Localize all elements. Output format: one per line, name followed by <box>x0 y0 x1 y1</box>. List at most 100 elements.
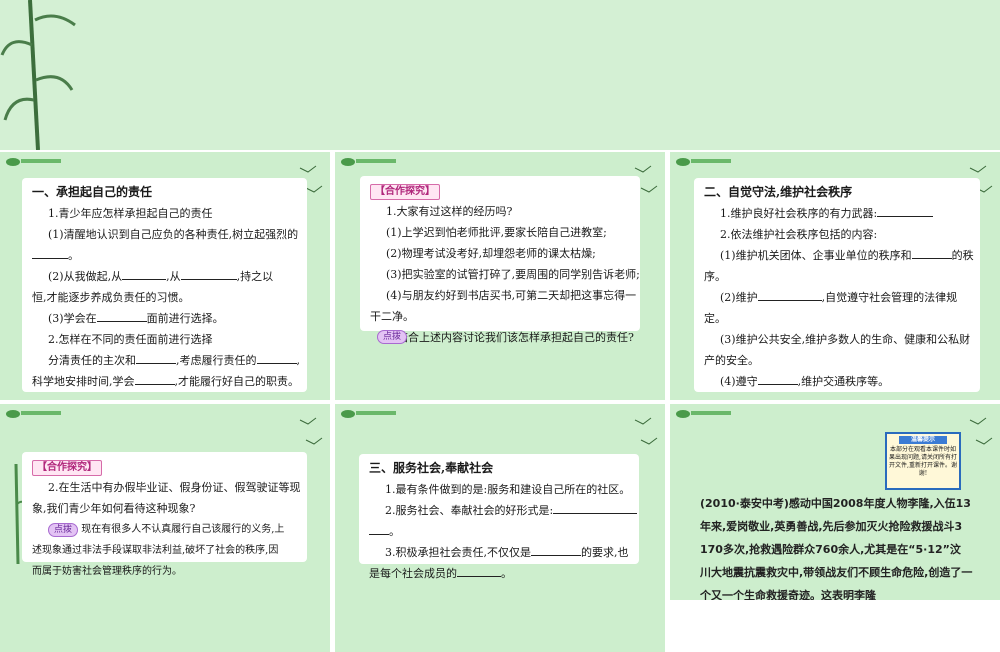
text-fragment: (2)维护 <box>720 291 758 304</box>
text-line: 年来,爱岗敬业,英勇善战,先后参加灭火抢险救援战斗3 <box>700 520 963 533</box>
text-fragment: 是每个社会成员的 <box>369 567 457 580</box>
hint-button[interactable]: 点拨 <box>377 330 408 344</box>
birds-decoration-icon <box>634 165 658 193</box>
text-line: (3)维护公共安全,维护多数人的生命、健康和公私财 <box>720 333 971 346</box>
text-fragment: ,从 <box>166 270 181 283</box>
text-fragment: ,才能履行好自己的职责。 <box>174 375 300 388</box>
text-fragment: ,考虑履行责任的 <box>176 354 257 367</box>
text-fragment: 3.积极承担社会责任,不仅仅是 <box>385 546 531 559</box>
text-line: (2)物理考试没考好,却埋怨老师的课太枯燥; <box>386 247 596 260</box>
text-line: (1)上学迟到怕老师批评,要家长陪自己进教室; <box>386 226 607 239</box>
content-card: 二、自觉守法,维护社会秩序 1.维护良好社会秩序的有力武器: 2.依法维护社会秩… <box>694 178 980 392</box>
top-banner <box>0 0 1000 150</box>
fill-blank[interactable] <box>877 204 934 217</box>
text-line: 干二净。 <box>370 310 414 323</box>
question-line: 1.青少年应怎样承担起自己的责任 <box>48 207 213 220</box>
story-text: (2010·泰安中考)感动中国2008年度人物李隆,入伍13 年来,爱岗敬业,英… <box>700 492 980 600</box>
section-heading: 一、承担起自己的责任 <box>32 185 153 199</box>
cooperative-inquiry-tag: 【合作探究】 <box>370 184 440 200</box>
text-fragment: (4)遵守 <box>720 375 758 388</box>
text-fragment: ,自觉遵守社会管理的法律规 <box>821 291 958 304</box>
tip-box: 温馨提示 本部分在观看本课件时如果出现问题,请关闭所有打开文件,重新打开课件。谢… <box>885 432 961 490</box>
text-fragment: 。 <box>501 567 512 580</box>
text-line: 恒,才能逐步养成负责任的习惯。 <box>32 291 190 304</box>
slide-panel-5[interactable]: 三、服务社会,奉献社会 1.最有条件做到的是:服务和建设自己所在的社区。 2.服… <box>335 404 665 652</box>
fill-blank[interactable] <box>32 246 68 259</box>
text-line: (3)把实验室的试管打碎了,要周围的同学别告诉老师; <box>386 268 640 281</box>
fill-blank[interactable] <box>369 522 389 535</box>
text-line: 川大地震抗震救灾中,带领战友们不顾生命危险,创造了一 <box>700 566 973 579</box>
hint-button[interactable]: 点拨 <box>48 523 79 537</box>
text-line: 述现象通过非法手段谋取非法利益,破坏了社会的秩序,因 <box>32 545 279 556</box>
text-line: 而属于妨害社会管理秩序的行为。 <box>32 566 182 577</box>
text-line: 1.最有条件做到的是:服务和建设自己所在的社区。 <box>385 483 631 496</box>
content-card: 一、承担起自己的责任 1.青少年应怎样承担起自己的责任 (1)清醒地认识到自己应… <box>22 178 307 392</box>
logo-icon <box>341 410 396 418</box>
text-line: (4)与朋友约好到书店买书,可第二天却把这事忘得一 <box>386 289 637 302</box>
question-line: 1.大家有过这样的经历吗? <box>386 205 513 218</box>
text-fragment: (3)学会在 <box>48 312 97 325</box>
birds-decoration-icon <box>634 417 658 445</box>
text-line: 170多次,抢救遇险群众760余人,尤其是在“5·12”汶 <box>700 543 961 556</box>
text-fragment: ,维护交通秩序等。 <box>797 375 890 388</box>
content-card: 【合作探究】 2.在生活中有办假毕业证、假身份证、假驾驶证等现 象,我们青少年如… <box>22 452 307 577</box>
question-line: 象,我们青少年如何看待这种现象? <box>32 502 196 515</box>
fill-blank[interactable] <box>553 501 638 514</box>
question-line: 请结合上述内容讨论我们该怎样承担起自己的责任? <box>386 331 634 344</box>
fill-blank[interactable] <box>457 564 501 577</box>
text-fragment: 科学地安排时间,学会 <box>32 375 135 388</box>
question-line: 2.怎样在不同的责任面前进行选择 <box>48 333 213 346</box>
text-fragment: 分清责任的主次和 <box>48 354 136 367</box>
birds-decoration-icon <box>969 417 993 445</box>
section-heading: 二、自觉守法,维护社会秩序 <box>704 185 853 199</box>
text-fragment: 。 <box>389 525 400 538</box>
text-fragment: 面前进行选择。 <box>146 312 224 325</box>
fill-blank[interactable] <box>911 246 952 259</box>
slide-panel-3[interactable]: 二、自觉守法,维护社会秩序 1.维护良好社会秩序的有力武器: 2.依法维护社会秩… <box>670 152 1000 400</box>
text-fragment: 2.服务社会、奉献社会的好形式是: <box>385 504 554 517</box>
text-line: 个又一个生命救援奇迹。这表明李隆 <box>700 589 876 600</box>
text-line: (1)清醒地认识到自己应负的各种责任,树立起强烈的 <box>48 228 299 241</box>
section-heading: 三、服务社会,奉献社会 <box>369 461 494 475</box>
fill-blank[interactable] <box>180 267 237 280</box>
text-fragment: 的要求,也 <box>581 546 629 559</box>
content-card: 三、服务社会,奉献社会 1.最有条件做到的是:服务和建设自己所在的社区。 2.服… <box>359 454 639 580</box>
text-fragment: 1.维护良好社会秩序的有力武器: <box>720 207 878 220</box>
tip-title: 温馨提示 <box>899 436 947 444</box>
birds-decoration-icon <box>299 417 323 445</box>
text-line: 产的安全。 <box>704 354 759 367</box>
cooperative-inquiry-tag: 【合作探究】 <box>32 460 102 476</box>
content-card: 【合作探究】 1.大家有过这样的经历吗? (1)上学迟到怕老师批评,要家长陪自己… <box>360 176 640 344</box>
birds-decoration-icon <box>299 165 323 193</box>
fill-blank[interactable] <box>757 372 798 385</box>
text-line: 定。 <box>704 312 726 325</box>
fill-blank[interactable] <box>122 267 167 280</box>
fill-blank[interactable] <box>757 288 822 301</box>
slide-panel-6[interactable]: 温馨提示 本部分在观看本课件时如果出现问题,请关闭所有打开文件,重新打开课件。谢… <box>670 404 1000 600</box>
fill-blank[interactable] <box>136 351 176 364</box>
fill-blank[interactable] <box>256 351 297 364</box>
text-line: (2010·泰安中考)感动中国2008年度人物李隆,入伍13 <box>700 497 971 510</box>
text-fragment: 的秩 <box>951 249 974 262</box>
question-line: 2.在生活中有办假毕业证、假身份证、假驾驶证等现 <box>48 481 301 494</box>
text-fragment: , <box>296 354 301 367</box>
text-fragment: 。 <box>68 249 79 262</box>
slide-panel-1[interactable]: 一、承担起自己的责任 1.青少年应怎样承担起自己的责任 (1)清醒地认识到自己应… <box>0 152 330 400</box>
logo-icon <box>676 158 731 166</box>
logo-icon <box>676 410 731 418</box>
text-fragment: ,持之以 <box>236 270 274 283</box>
slide-panel-2[interactable]: 【合作探究】 1.大家有过这样的经历吗? (1)上学迟到怕老师批评,要家长陪自己… <box>335 152 665 400</box>
logo-icon <box>6 410 61 418</box>
fill-blank[interactable] <box>96 309 147 322</box>
tip-text: 本部分在观看本课件时如果出现问题,请关闭所有打开文件,重新打开课件。谢谢! <box>889 446 957 477</box>
slide-panel-4[interactable]: 【合作探究】 2.在生活中有办假毕业证、假身份证、假驾驶证等现 象,我们青少年如… <box>0 404 330 652</box>
logo-icon <box>341 158 396 166</box>
logo-icon <box>6 158 61 166</box>
text-line: 序。 <box>704 270 726 283</box>
text-fragment: (1)维护机关团体、企事业单位的秩序和 <box>720 249 912 262</box>
text-fragment: (2)从我做起,从 <box>48 270 123 283</box>
fill-blank[interactable] <box>134 372 175 385</box>
fill-blank[interactable] <box>531 543 581 556</box>
text-line: 2.依法维护社会秩序包括的内容: <box>720 228 878 241</box>
bamboo-decoration-icon <box>0 0 76 150</box>
